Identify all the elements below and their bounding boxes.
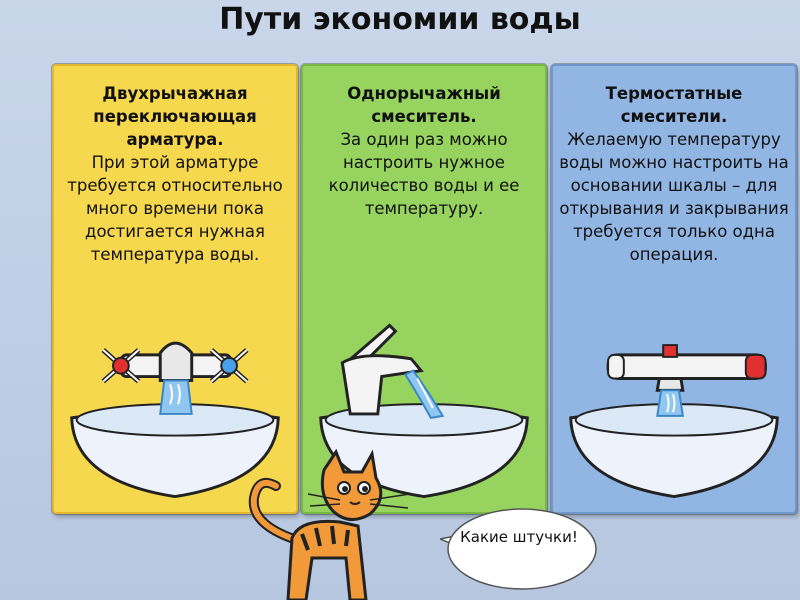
- panel-text: Термостатные смесители. Желаемую темпера…: [559, 82, 789, 266]
- thermostatic-mixer-icon: [569, 344, 779, 499]
- panel-heading: Однорычажный смеситель.: [347, 84, 501, 126]
- panel-description: При этой арматуре требуется относительно…: [67, 153, 283, 264]
- speech-bubble: [440, 508, 597, 590]
- two-handle-faucet-icon: [70, 341, 280, 499]
- panel-description: За один раз можно настроить нужное колич…: [328, 130, 520, 218]
- panel-two-handle: Двухрычажная переключающая арматура. При…: [52, 64, 298, 514]
- speech-text: Какие штучки!: [460, 528, 578, 546]
- single-lever-faucet-icon: [319, 323, 529, 499]
- panel-heading: Двухрычажная переключающая арматура.: [93, 84, 257, 149]
- panel-text: Двухрычажная переключающая арматура. При…: [60, 82, 290, 266]
- panel-description: Желаемую температуру воды можно настроит…: [559, 130, 789, 264]
- panel-single-lever: Однорычажный смеситель. За один раз можн…: [301, 64, 547, 514]
- panel-text: Однорычажный смеситель. За один раз можн…: [309, 82, 539, 220]
- panel-heading: Термостатные смесители.: [605, 84, 743, 126]
- cat-icon: [248, 448, 411, 600]
- panel-thermostatic: Термостатные смесители. Желаемую темпера…: [551, 64, 797, 514]
- page-title: Пути экономии воды: [219, 2, 581, 37]
